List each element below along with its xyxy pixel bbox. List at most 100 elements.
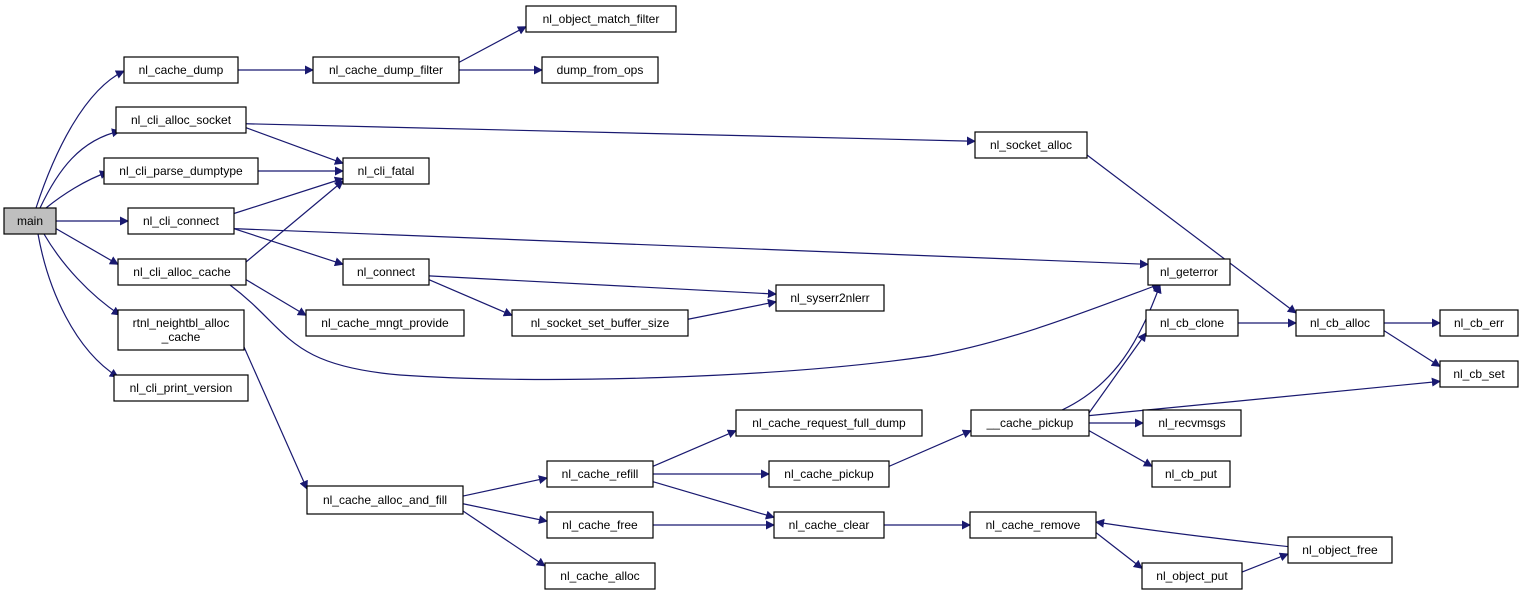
node-nl-cache-pickup[interactable]: nl_cache_pickup bbox=[768, 460, 890, 488]
node-box bbox=[1141, 562, 1243, 590]
node-box bbox=[306, 485, 464, 515]
edge-nl-cache-refill-to-nl-cache-request-full-dump bbox=[652, 429, 737, 467]
node-box bbox=[544, 562, 656, 590]
node-label: nl_socket_alloc bbox=[990, 138, 1072, 152]
node-nl-cli-fatal[interactable]: nl_cli_fatal bbox=[342, 157, 430, 185]
node-label: rtnl_neightbl_alloc bbox=[133, 316, 230, 330]
node-nl-geterror[interactable]: nl_geterror bbox=[1147, 258, 1231, 286]
node-box bbox=[1287, 536, 1393, 564]
edge-nl-cache-alloc-and-fill-to-nl-cache-refill bbox=[462, 475, 548, 497]
node-nl-cli-alloc-socket[interactable]: nl_cli_alloc_socket bbox=[115, 106, 247, 134]
node-nl-cb-err[interactable]: nl_cb_err bbox=[1439, 309, 1519, 337]
edge---cache-pickup-to-nl-cb-clone bbox=[1088, 332, 1147, 414]
node-nl-cache-refill[interactable]: nl_cache_refill bbox=[546, 460, 654, 488]
node-nl-cache-alloc[interactable]: nl_cache_alloc bbox=[544, 562, 656, 590]
node-nl-cache-free[interactable]: nl_cache_free bbox=[546, 511, 654, 539]
node-label: nl_cache_clear bbox=[789, 518, 870, 532]
node-nl-cb-put[interactable]: nl_cb_put bbox=[1151, 460, 1231, 488]
node-box bbox=[123, 56, 239, 84]
node-box bbox=[775, 284, 885, 312]
edge-nl-socket-set-buffer-size-to-nl-syserr2nlerr bbox=[687, 298, 777, 320]
edge-nl-cache-alloc-and-fill-to-nl-cache-alloc bbox=[462, 510, 546, 567]
node-label: nl_cli_alloc_socket bbox=[131, 113, 232, 127]
node-dump-from-ops[interactable]: dump_from_ops bbox=[541, 56, 659, 84]
node-label: nl_cli_alloc_cache bbox=[133, 265, 231, 279]
node-nl-cli-connect[interactable]: nl_cli_connect bbox=[127, 207, 235, 235]
node-label: nl_object_put bbox=[1156, 569, 1228, 583]
node-box bbox=[117, 309, 245, 351]
edge-main-to-rtnl-neightbl-alloc-cache bbox=[43, 233, 121, 316]
node-nl-cb-clone[interactable]: nl_cb_clone bbox=[1145, 309, 1239, 337]
edge-nl-cli-alloc-cache-to-nl-geterror bbox=[229, 282, 1161, 381]
node-nl-object-match-filter[interactable]: nl_object_match_filter bbox=[525, 5, 677, 33]
edge-nl-cli-alloc-cache-to-nl-cli-fatal bbox=[245, 180, 344, 263]
edge-rtnl-neightbl-alloc-cache-to-nl-cache-alloc-and-fill bbox=[243, 346, 308, 490]
edge-main-to-nl-cli-alloc-socket bbox=[39, 128, 121, 209]
node-nl-cache-mngt-provide[interactable]: nl_cache_mngt_provide bbox=[305, 309, 465, 337]
node-nl-socket-alloc[interactable]: nl_socket_alloc bbox=[974, 131, 1088, 159]
node-nl-cache-remove[interactable]: nl_cache_remove bbox=[969, 511, 1097, 539]
edge-nl-cb-alloc-to-nl-cb-set bbox=[1383, 330, 1441, 367]
edge-main-to-nl-cli-print-version bbox=[37, 233, 119, 378]
edges-layer bbox=[35, 26, 1441, 573]
node-box bbox=[970, 409, 1090, 437]
edge---cache-pickup-to-nl-cb-put bbox=[1088, 430, 1153, 467]
node-label: nl_cb_put bbox=[1165, 467, 1218, 481]
node-label: nl_object_free bbox=[1302, 543, 1378, 557]
node-label: nl_cache_dump bbox=[139, 63, 224, 77]
node-label: nl_cache_refill bbox=[562, 467, 639, 481]
node-nl-recvmsgs[interactable]: nl_recvmsgs bbox=[1142, 409, 1242, 437]
edge-main-to-nl-cache-dump bbox=[35, 70, 125, 209]
node-nl-socket-set-buffer-size[interactable]: nl_socket_set_buffer_size bbox=[511, 309, 689, 337]
node-nl-cache-clear[interactable]: nl_cache_clear bbox=[773, 511, 885, 539]
node-nl-cache-alloc-and-fill[interactable]: nl_cache_alloc_and_fill bbox=[306, 485, 464, 515]
node-nl-syserr2nlerr[interactable]: nl_syserr2nlerr bbox=[775, 284, 885, 312]
edge-nl-cache-remove-to-nl-object-put bbox=[1095, 532, 1143, 569]
node-cache-pickup[interactable]: __cache_pickup bbox=[970, 409, 1090, 437]
edge-nl-connect-to-nl-socket-set-buffer-size bbox=[428, 279, 513, 317]
edge-nl-cache-alloc-and-fill-to-nl-cache-free bbox=[462, 503, 548, 525]
edge-nl-cache-dump-filter-to-nl-object-match-filter bbox=[458, 26, 527, 63]
node-box bbox=[1439, 309, 1519, 337]
node-nl-connect[interactable]: nl_connect bbox=[342, 258, 430, 286]
node-label: nl_cache_mngt_provide bbox=[321, 316, 449, 330]
node-label: nl_cache_alloc bbox=[560, 569, 639, 583]
node-box bbox=[312, 56, 460, 84]
node-label: nl_cache_pickup bbox=[784, 467, 874, 481]
node-nl-object-free[interactable]: nl_object_free bbox=[1287, 536, 1393, 564]
node-label: nl_cli_fatal bbox=[358, 164, 415, 178]
node-label: nl_recvmsgs bbox=[1158, 416, 1225, 430]
node-nl-cache-request-full-dump[interactable]: nl_cache_request_full_dump bbox=[735, 409, 923, 437]
node-main[interactable]: main bbox=[3, 207, 57, 235]
node-box bbox=[546, 460, 654, 488]
node-label: nl_cache_request_full_dump bbox=[752, 416, 906, 430]
node-label: main bbox=[17, 214, 43, 228]
node-box bbox=[511, 309, 689, 337]
node-nl-cb-set[interactable]: nl_cb_set bbox=[1439, 360, 1519, 388]
node-label: nl_cache_dump_filter bbox=[329, 63, 443, 77]
node-label: nl_cache_free bbox=[562, 518, 638, 532]
node-box bbox=[1295, 309, 1385, 337]
node-box bbox=[1147, 258, 1231, 286]
node-box bbox=[735, 409, 923, 437]
node-nl-cache-dump[interactable]: nl_cache_dump bbox=[123, 56, 239, 84]
node-rtnl-neightbl-alloc-cache[interactable]: rtnl_neightbl_alloc_cache bbox=[117, 309, 245, 351]
node-label: nl_connect bbox=[357, 265, 416, 279]
node-label: _cache bbox=[161, 330, 201, 344]
node-nl-cb-alloc[interactable]: nl_cb_alloc bbox=[1295, 309, 1385, 337]
node-box bbox=[773, 511, 885, 539]
edge-nl-cache-pickup-to---cache-pickup bbox=[888, 429, 972, 467]
node-box bbox=[3, 207, 57, 235]
edge-nl-cli-connect-to-nl-cli-fatal bbox=[233, 176, 344, 215]
node-nl-cache-dump-filter[interactable]: nl_cache_dump_filter bbox=[312, 56, 460, 84]
node-label: nl_cb_err bbox=[1454, 316, 1504, 330]
node-nl-cli-print-version[interactable]: nl_cli_print_version bbox=[113, 374, 249, 402]
edge-nl-object-free-to-nl-cache-remove bbox=[1095, 518, 1301, 549]
edge-nl-cli-alloc-socket-to-nl-socket-alloc bbox=[245, 123, 976, 146]
edge-nl-cli-connect-to-nl-geterror bbox=[233, 228, 1149, 269]
node-nl-cli-alloc-cache[interactable]: nl_cli_alloc_cache bbox=[117, 258, 247, 286]
node-box bbox=[974, 131, 1088, 159]
node-nl-object-put[interactable]: nl_object_put bbox=[1141, 562, 1243, 590]
node-nl-cli-parse-dumptype[interactable]: nl_cli_parse_dumptype bbox=[103, 157, 259, 185]
node-label: nl_cli_connect bbox=[143, 214, 220, 228]
